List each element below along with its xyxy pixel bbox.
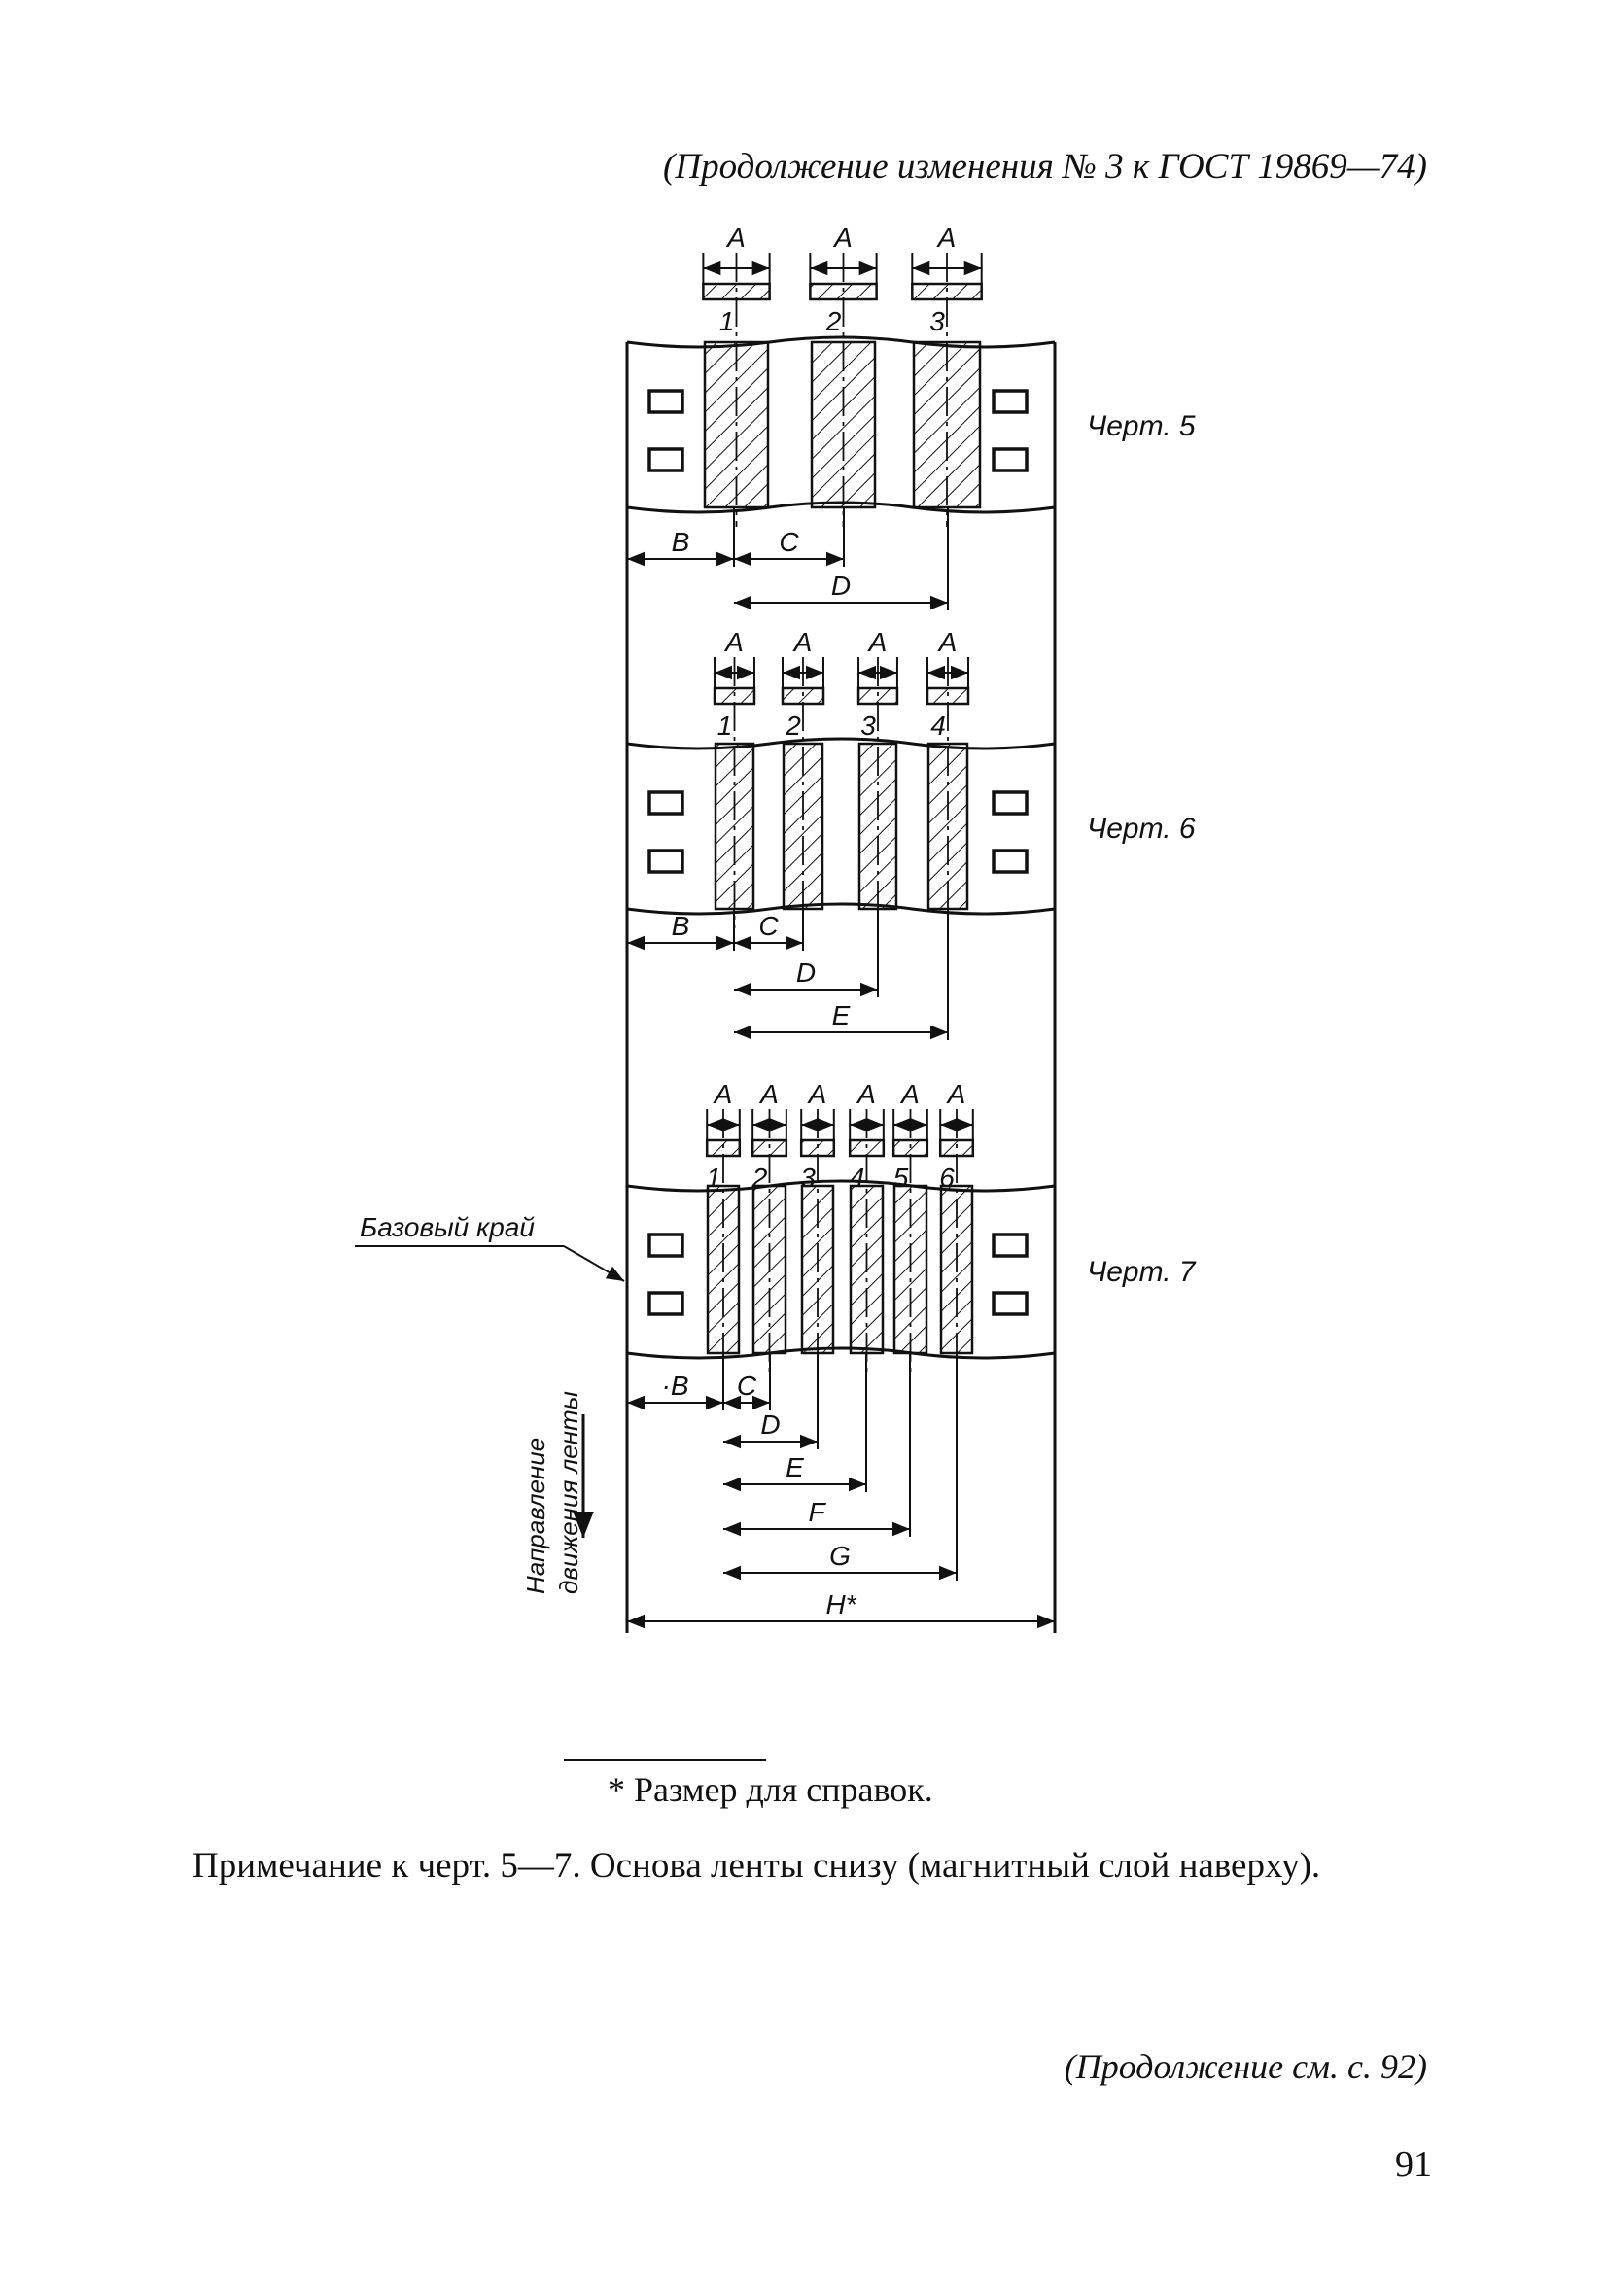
reference-mark [992, 447, 1029, 472]
head-width-label: A [725, 223, 746, 253]
reference-mark [992, 849, 1029, 874]
dimension-label: ·B [662, 1371, 689, 1401]
page-number: 91 [1395, 2144, 1432, 2185]
track-number: 6 [939, 1163, 955, 1193]
reference-mark [992, 1233, 1029, 1258]
reference-mark [647, 1233, 684, 1258]
footnote-rule [564, 1759, 766, 1761]
track-number: 1 [706, 1163, 721, 1193]
direction-label-line1: Направление [521, 1438, 550, 1594]
head-width-label: A [867, 627, 888, 657]
tape-top-edge [626, 1179, 1056, 1193]
tape-top-edge [626, 335, 1056, 349]
track-number: 3 [800, 1163, 816, 1193]
figure-caption: Черт. 5 [1087, 410, 1196, 442]
head-width-label: A [936, 223, 957, 253]
track-number: 1 [719, 306, 735, 336]
tape-bottom-edge [626, 902, 1056, 916]
track-number: 3 [929, 306, 945, 336]
dimension-label: F [808, 1497, 826, 1527]
head-width-label: A [807, 1079, 827, 1109]
reference-mark [992, 389, 1029, 414]
track-number: 5 [893, 1163, 909, 1193]
tape-top-edge [626, 737, 1056, 750]
track-number: 4 [850, 1163, 865, 1193]
reference-mark [647, 1291, 684, 1316]
track-number: 4 [930, 711, 946, 741]
dimension-label: C [737, 1371, 757, 1401]
track-number: 1 [717, 711, 733, 741]
dimension-label: E [832, 1000, 851, 1030]
dimension-label: D [796, 957, 816, 988]
head-width-label: A [792, 627, 813, 657]
head-width-label: A [937, 627, 958, 657]
dimension-label: C [758, 911, 779, 941]
dimension-label: H* [825, 1589, 856, 1619]
dimension-label: C [779, 527, 799, 557]
figure-6: A 1 A 2 A 3 A 4B CDE Черт. 6 [626, 627, 1196, 1040]
dimension-label: B [672, 911, 690, 941]
reference-mark [647, 447, 684, 472]
head-width-label: A [856, 1079, 876, 1109]
dimension-label: E [786, 1452, 804, 1482]
footnote: * Размер для справок. [608, 1770, 933, 1809]
head-width-label: A [899, 1079, 920, 1109]
head-width-label: A [758, 1079, 779, 1109]
dimension-label: G [829, 1541, 851, 1571]
track-number: 2 [825, 306, 842, 336]
continuation-header: (Продолжение изменения № 3 к ГОСТ 19869—… [663, 147, 1427, 187]
reference-edge-label: Базовый край [360, 1212, 535, 1242]
reference-mark [647, 849, 684, 874]
track-number: 2 [785, 711, 801, 741]
dimension-label: D [831, 571, 851, 601]
direction-label-line2: движения ленты [554, 1391, 583, 1594]
reference-mark [647, 790, 684, 816]
head-width-label: A [713, 1079, 733, 1109]
dimension-label: B [672, 527, 690, 557]
figure-5: A 1 A 2 A 3B C D Черт. 5 [626, 223, 1196, 610]
head-width-label: A [723, 627, 744, 657]
track-number: 2 [751, 1163, 768, 1193]
reference-mark [992, 790, 1029, 816]
reference-edge-leader [563, 1245, 625, 1282]
figure-note: Примечание к черт. 5—7. Основа ленты сни… [192, 1846, 1321, 1886]
track-number: 3 [860, 711, 876, 741]
reference-mark [647, 389, 684, 414]
continued-note: (Продолжение см. с. 92) [1064, 2047, 1427, 2086]
head-width-label: A [832, 223, 853, 253]
figure-caption: Черт. 7 [1087, 1256, 1197, 1288]
reference-mark [992, 1291, 1029, 1316]
head-width-label: A [946, 1079, 966, 1109]
tape-bottom-edge [626, 1346, 1056, 1360]
dimension-label: D [760, 1409, 780, 1440]
figure-caption: Черт. 6 [1087, 813, 1196, 845]
